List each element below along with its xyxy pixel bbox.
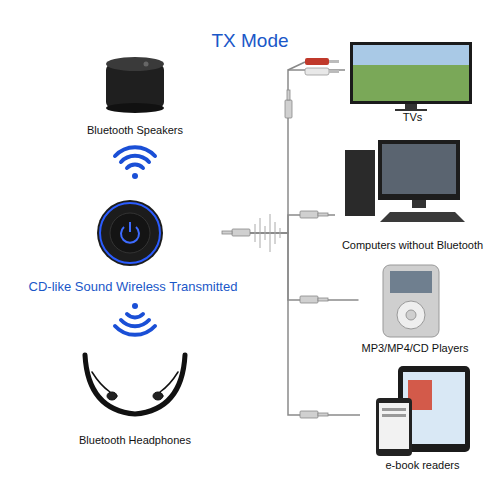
ebook-reader-icon — [376, 366, 470, 456]
computer-node: Computers without Bluetooth — [335, 138, 490, 252]
audio-cable — [248, 233, 360, 415]
audio-jack — [222, 90, 328, 418]
sound-wave — [255, 214, 280, 252]
headphones-node: Bluetooth Headphones — [45, 345, 225, 447]
headphones-icon — [85, 355, 185, 414]
device-caption: MP3/MP4/CD Players — [362, 342, 469, 355]
speaker-icon — [106, 57, 164, 113]
mp3-player-icon — [383, 265, 439, 337]
tv-icon — [350, 42, 472, 111]
computer-icon — [345, 140, 465, 222]
transmitter-device — [97, 200, 163, 266]
tv-node: TVs — [345, 38, 480, 124]
device-caption: e-book readers — [386, 459, 460, 472]
player-node: MP3/MP4/CD Players — [359, 262, 472, 355]
ebook-node: e-book readers — [360, 364, 485, 472]
audio-cable — [248, 215, 335, 233]
audio-cable — [248, 70, 345, 233]
speaker-node: Bluetooth Speakers — [60, 55, 210, 137]
device-caption: Computers without Bluetooth — [342, 239, 483, 252]
transmitter-node: CD-like Sound Wireless Transmitted — [18, 195, 248, 295]
device-caption: Bluetooth Speakers — [87, 124, 183, 137]
rca-plug — [288, 58, 339, 75]
wireless-icon — [115, 147, 155, 179]
device-caption: CD-like Sound Wireless Transmitted — [29, 279, 238, 295]
device-caption: TVs — [403, 111, 423, 124]
wireless-icon — [115, 303, 155, 335]
diagram-title: TX Mode — [0, 30, 500, 52]
device-caption: Bluetooth Headphones — [79, 434, 191, 447]
